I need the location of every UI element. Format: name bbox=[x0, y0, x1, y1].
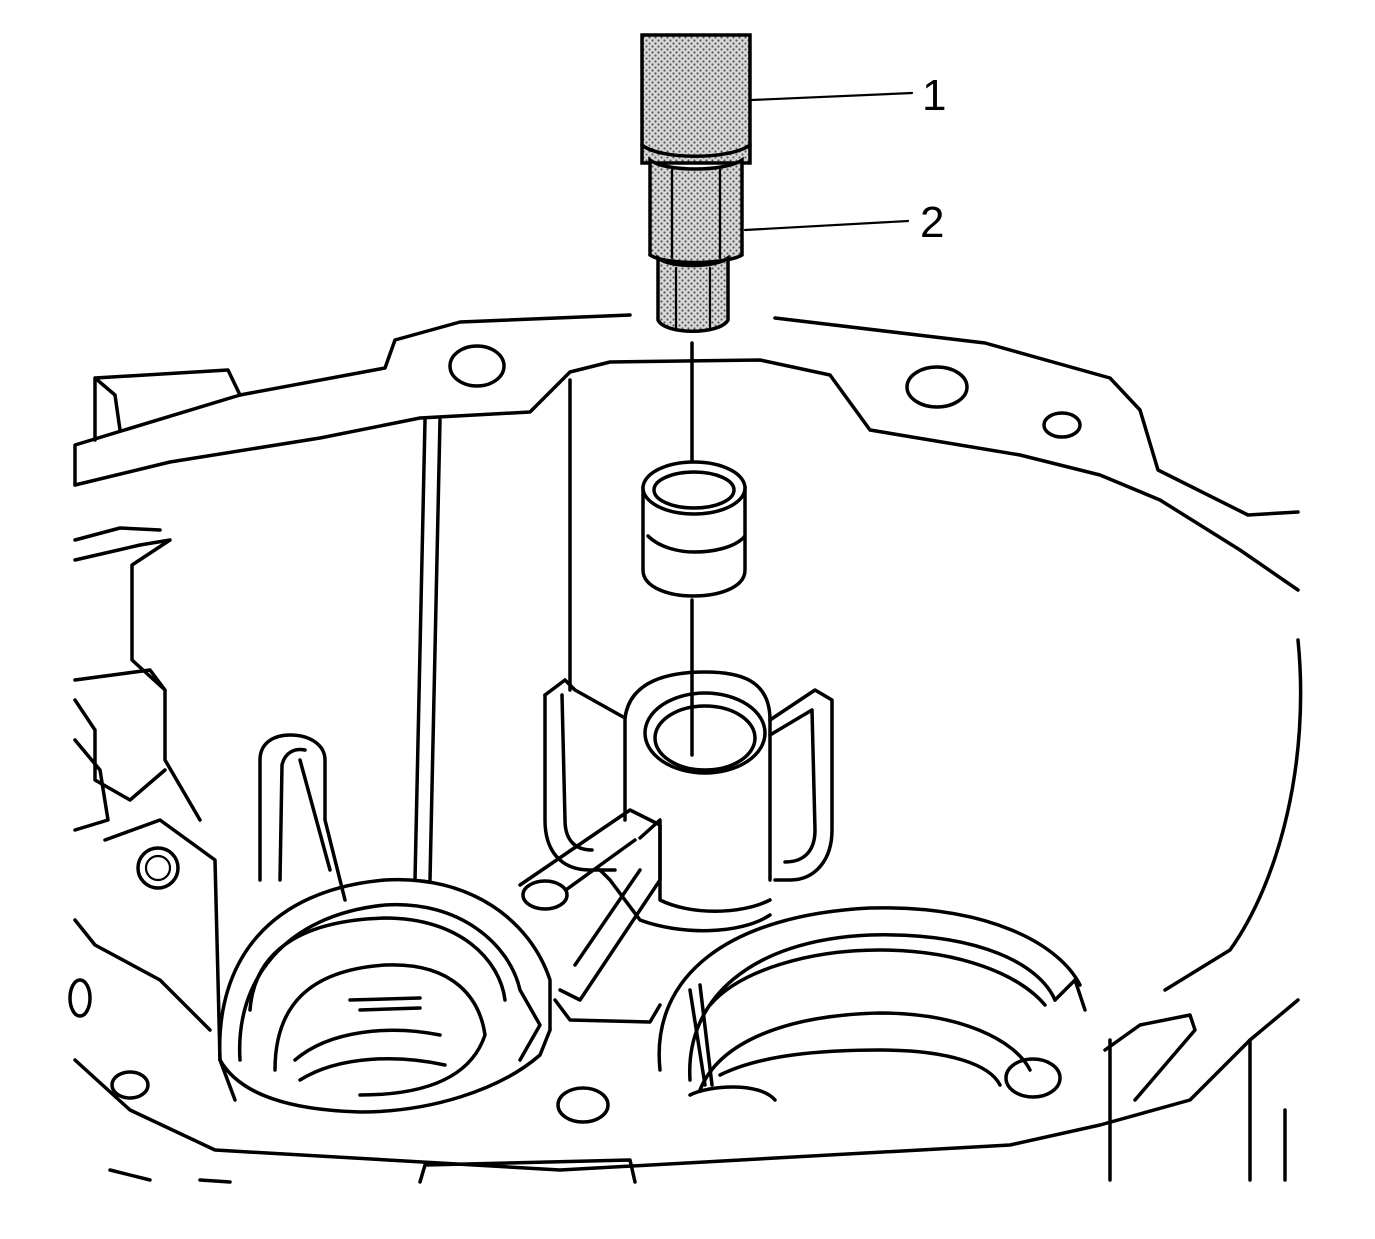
case-left-boss-hole bbox=[136, 846, 180, 890]
callout-leader-2 bbox=[743, 219, 910, 232]
flange-hole bbox=[1042, 411, 1082, 439]
case-right-notch bbox=[1103, 1013, 1197, 1102]
installer-adapter bbox=[648, 156, 744, 333]
case-left-boss bbox=[103, 818, 237, 1102]
right-bearing-bore bbox=[657, 906, 1087, 1102]
bushing bbox=[641, 460, 747, 598]
flange-hole bbox=[1004, 1057, 1062, 1099]
case-left-tab bbox=[93, 368, 242, 442]
flange-hole bbox=[905, 365, 969, 409]
strut-boss bbox=[521, 879, 569, 911]
flange-hole bbox=[68, 978, 92, 1018]
center-bushing-bore-tower bbox=[543, 670, 834, 933]
left-bearing-bore bbox=[217, 877, 552, 1114]
callout-label-1: 1 bbox=[922, 71, 946, 120]
installer-handle bbox=[640, 33, 752, 165]
transmission-case bbox=[68, 313, 1303, 1184]
flange-hole bbox=[110, 1070, 150, 1100]
case-left-rib bbox=[413, 418, 442, 882]
callout-leader-1 bbox=[750, 91, 914, 102]
callout-2: 2 bbox=[743, 198, 944, 247]
case-bottom-flange bbox=[73, 998, 1300, 1172]
left-raised-tab bbox=[258, 733, 347, 902]
case-inner-flange bbox=[73, 358, 1300, 592]
callout-1: 1 bbox=[750, 71, 946, 120]
flange-hole bbox=[448, 344, 506, 388]
case-flange-outline bbox=[73, 313, 1300, 517]
bushing-bore-opening bbox=[643, 691, 767, 775]
case-right-bore-arc bbox=[1163, 638, 1303, 992]
center-strut bbox=[518, 808, 662, 1002]
flange-hole bbox=[556, 1086, 610, 1124]
case-left-webbing bbox=[73, 526, 202, 822]
callout-label-2: 2 bbox=[920, 198, 944, 247]
case-bottom-slot bbox=[418, 1158, 637, 1184]
